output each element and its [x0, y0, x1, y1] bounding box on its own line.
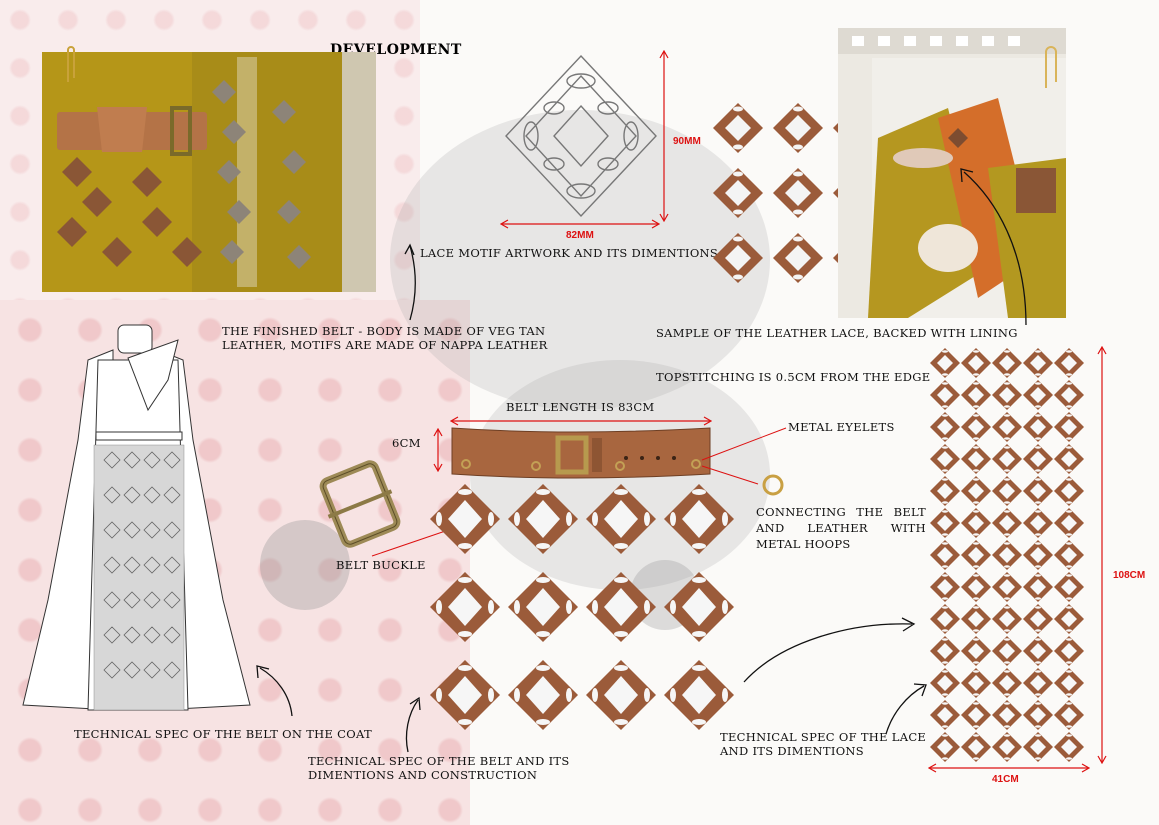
topstitching-note: TOPSTITCHING IS 0.5CM FROM THE EDGE: [656, 370, 931, 384]
motif-height-dimension-line: [659, 50, 669, 222]
metal-eyelets-caption: METAL EYELETS: [788, 420, 895, 434]
paperclip-icon: [1045, 46, 1057, 88]
belt-buckle-caption: BELT BUCKLE: [336, 558, 426, 572]
finished-belt-caption: THE FINISHED BELT - BODY IS MADE OF VEG …: [222, 324, 548, 352]
belt-height-dimension-line: [433, 428, 443, 472]
pointer-line: [701, 427, 787, 461]
ink-splash: [260, 520, 350, 610]
tech-spec-coat-caption: TECHNICAL SPEC OF THE BELT ON THE COAT: [74, 727, 372, 741]
arrow-icon: [885, 683, 927, 735]
lace-height-label: 108CM: [1113, 570, 1146, 581]
lace-width-label: 41CM: [992, 774, 1019, 785]
arrow-icon: [256, 665, 293, 717]
coat-technical-drawing: [22, 324, 251, 711]
lace-width-dimension-line: [928, 763, 1090, 773]
belt-height-label: 6CM: [392, 436, 421, 450]
lace-height-dimension-line: [1097, 346, 1107, 764]
arrow-icon: [743, 617, 916, 683]
belt-length-dimension-line: [450, 416, 712, 426]
belt-buckle-illustration: [319, 460, 401, 548]
belt-technical-drawing: [430, 427, 734, 730]
sample-lace-caption: SAMPLE OF THE LEATHER LACE, BACKED WITH …: [656, 326, 1018, 340]
lace-technical-drawing: [928, 346, 1088, 764]
belt-length-caption: BELT LENGTH IS 83CM: [506, 400, 655, 414]
tech-spec-belt-caption: TECHNICAL SPEC OF THE BELT AND ITS DIMEN…: [308, 754, 570, 782]
lace-sample-photo: [838, 28, 1066, 318]
motif-width-dimension-line: [500, 219, 660, 229]
tech-spec-lace-caption: TECHNICAL SPEC OF THE LACE AND ITS DIMEN…: [720, 730, 927, 758]
motif-height-label: 90MM: [673, 136, 701, 147]
paperclip-icon: [67, 46, 75, 82]
lace-motif-caption: LACE MOTIF ARTWORK AND ITS DIMENTIONS: [420, 246, 719, 260]
arrow-icon: [405, 696, 421, 753]
finished-belt-photo: [42, 52, 376, 292]
pointer-line: [701, 465, 759, 485]
arrow-icon: [960, 168, 1027, 326]
motif-width-label: 82MM: [566, 230, 594, 241]
lace-motif-outline: [505, 54, 657, 218]
arrow-icon: [404, 243, 416, 321]
ink-splash: [390, 110, 770, 410]
connecting-caption: CONNECTING THE BELT AND LEATHER WITH MET…: [756, 505, 926, 551]
metal-hoop-icon: [762, 474, 784, 496]
